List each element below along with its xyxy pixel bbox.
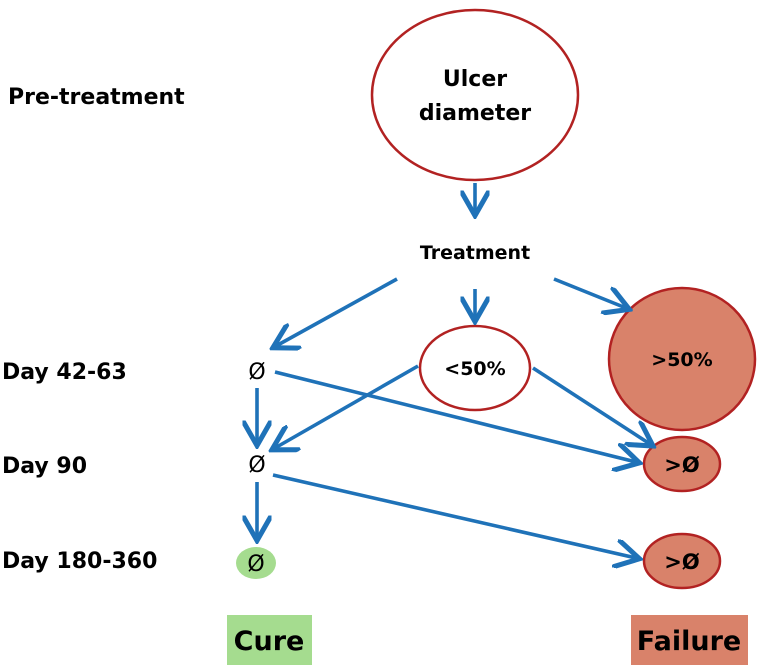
row-label-pre-treatment: Pre-treatment xyxy=(8,85,185,110)
cure-label: Cure xyxy=(234,626,305,657)
greater-empty-day90-label: >Ø xyxy=(664,453,700,477)
empty-set-day180: Ø xyxy=(247,552,264,577)
more-than-50-node xyxy=(607,286,757,432)
arrow-less50-to-empty90 xyxy=(275,364,419,448)
failure-label: Failure xyxy=(637,626,741,657)
failure-box xyxy=(631,615,748,665)
ulcer-diameter-node xyxy=(370,8,580,182)
cure-empty-set-node xyxy=(236,547,276,579)
row-label-day-180-360: Day 180-360 xyxy=(2,549,157,574)
arrow-less50-to-failure90 xyxy=(532,366,650,444)
greater-empty-day180-label: >Ø xyxy=(664,550,700,574)
empty-set-day42: Ø xyxy=(248,360,265,385)
cure-box xyxy=(227,615,312,665)
treatment-label: Treatment xyxy=(420,242,530,264)
arrow-empty90-to-failure180 xyxy=(272,473,636,558)
more-than-50-label: >50% xyxy=(651,349,712,371)
arrow-treatment-to-empty-day42 xyxy=(276,277,398,346)
row-label-day-42-63: Day 42-63 xyxy=(2,360,127,385)
less-than-50-label: <50% xyxy=(444,358,505,380)
ulcer-label-line1: Ulcer xyxy=(443,67,507,92)
arrow-empty42-to-failure90 xyxy=(274,370,636,462)
empty-set-day90: Ø xyxy=(248,453,265,478)
ulcer-label-line2: diameter xyxy=(419,101,531,126)
arrow-treatment-to-more50 xyxy=(553,277,626,308)
row-label-day-90: Day 90 xyxy=(2,454,87,479)
less-than-50-node xyxy=(418,324,532,412)
